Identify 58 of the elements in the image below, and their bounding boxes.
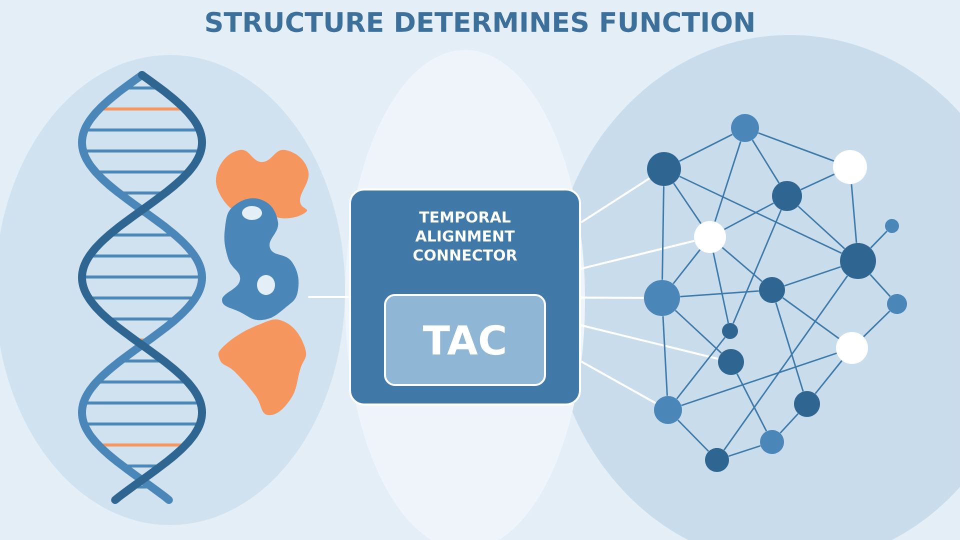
connector-line — [870, 230, 888, 248]
network-node — [731, 114, 759, 142]
connector-line — [758, 132, 834, 162]
connector-line — [722, 246, 762, 282]
network-node — [718, 349, 744, 375]
connector-line — [798, 206, 846, 250]
connector-line — [581, 296, 644, 299]
network-node — [840, 243, 876, 279]
connector-line — [732, 210, 782, 324]
connector-line — [736, 373, 768, 432]
connector-line — [681, 352, 837, 406]
label-box: TAC — [384, 294, 546, 386]
connector-line — [672, 249, 701, 284]
connector-line — [714, 141, 742, 222]
connector-line — [724, 202, 774, 230]
connector-line — [728, 445, 761, 457]
network-node — [760, 430, 784, 454]
connector-line — [782, 297, 840, 340]
connector-line — [680, 290, 759, 298]
connector-line — [679, 134, 733, 162]
connector-line — [850, 184, 858, 243]
network-node — [705, 448, 729, 472]
connector-line — [870, 274, 891, 297]
connector-line — [780, 413, 799, 434]
connector-line — [752, 140, 780, 184]
connector-line — [580, 324, 718, 360]
network-node — [885, 219, 899, 233]
network-node — [654, 396, 682, 424]
connector-line — [674, 310, 722, 354]
connector-line — [863, 310, 890, 338]
connector-line — [712, 252, 730, 324]
connector-line — [673, 182, 702, 224]
connector-line — [308, 296, 349, 298]
connector-line — [676, 336, 726, 400]
connector-line — [580, 240, 695, 270]
connector-line — [662, 186, 664, 280]
connector-line — [814, 360, 842, 394]
network-node — [694, 221, 726, 253]
network-node — [722, 323, 738, 339]
title: STRUCTURE DETERMINES FUNCTION — [206, 12, 754, 32]
connector-line — [677, 420, 709, 452]
connector-line — [580, 360, 656, 404]
network-node — [772, 181, 802, 211]
network-node — [836, 332, 868, 364]
network-node — [759, 277, 785, 303]
connector-line — [800, 174, 835, 190]
connector-line — [662, 316, 668, 396]
connector-line — [580, 177, 650, 224]
connector-line — [784, 266, 841, 286]
network-node — [644, 280, 680, 316]
connector-line — [775, 302, 804, 392]
network-node — [887, 294, 907, 314]
network-node — [794, 391, 820, 417]
connector-line — [679, 176, 842, 254]
protein-drawing — [216, 150, 309, 416]
connector-line — [723, 275, 848, 450]
network-node — [647, 152, 681, 186]
network-node — [833, 150, 867, 184]
